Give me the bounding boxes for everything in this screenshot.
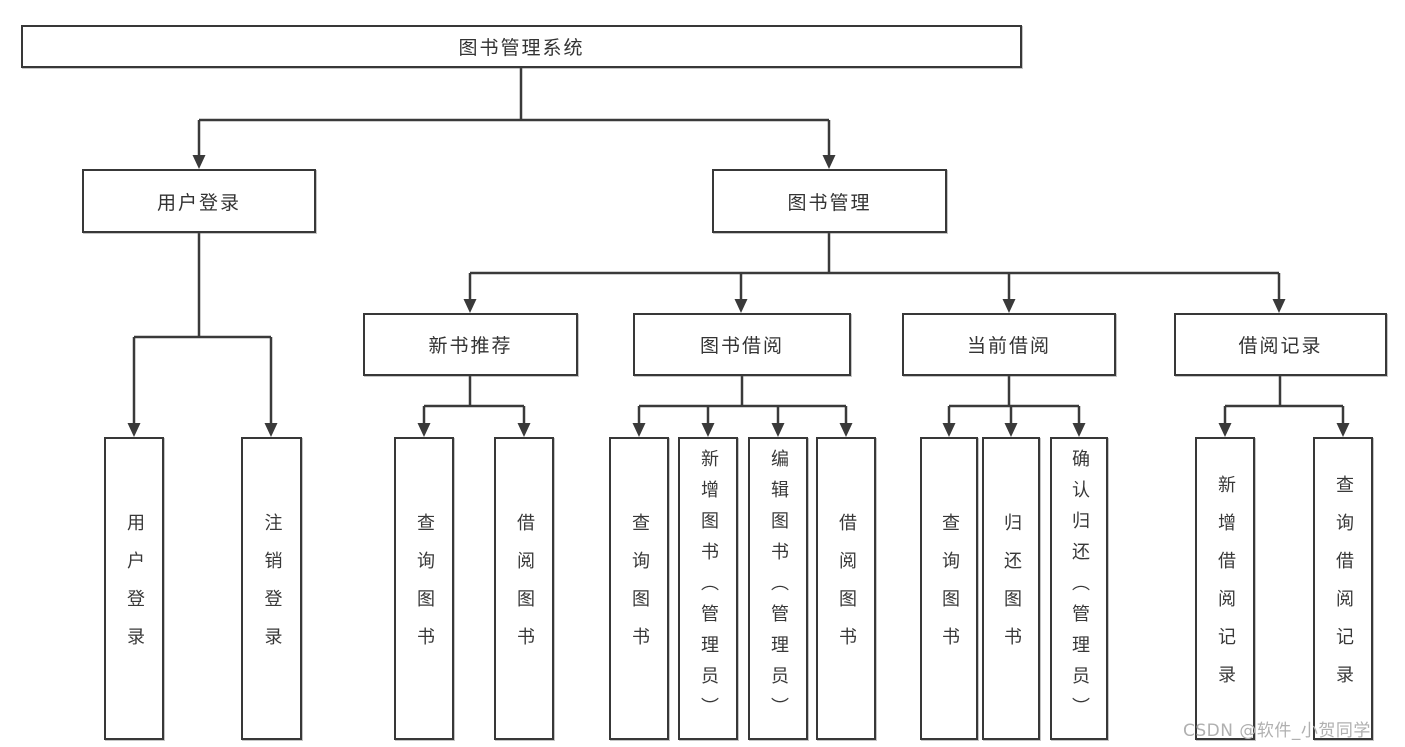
- leaf-logout: 注销登录: [241, 437, 302, 740]
- leaf-query-borrow-record-label: 查询借阅记录: [1333, 474, 1354, 703]
- connector-user-login-split: [132, 233, 273, 426]
- connector-book-management-split: [468, 233, 1281, 302]
- leaf-user-login: 用户登录: [104, 437, 164, 740]
- node-current-borrow-label: 当前借阅: [966, 335, 1051, 357]
- leaf-borrow-books: 借阅图书: [816, 437, 876, 740]
- leaf-confirm-return-admin: 确认归还（管理员）: [1050, 437, 1108, 740]
- leaf-borrow-books-recommend-label: 借阅图书: [514, 512, 535, 665]
- leaf-return-book: 归还图书: [982, 437, 1040, 740]
- leaf-return-book-label: 归还图书: [1001, 512, 1022, 665]
- connector-current-borrow-split: [947, 376, 1081, 426]
- connector-borrow-records-split: [1223, 376, 1345, 426]
- leaf-edit-book-admin: 编辑图书（管理员）: [748, 437, 808, 740]
- connector-root-split: [197, 68, 831, 158]
- leaf-query-borrow-record: 查询借阅记录: [1313, 437, 1373, 740]
- leaf-borrow-books-recommend: 借阅图书: [494, 437, 554, 740]
- node-book-management: 图书管理: [712, 169, 947, 233]
- leaf-logout-label: 注销登录: [261, 512, 283, 665]
- node-book-borrow-label: 图书借阅: [699, 335, 784, 357]
- leaf-query-books-borrow: 查询图书: [609, 437, 669, 740]
- watermark: CSDN @软件_小贺同学: [1183, 721, 1371, 741]
- node-borrow-records-label: 借阅记录: [1238, 335, 1323, 357]
- leaf-user-login-label: 用户登录: [124, 512, 145, 665]
- node-user-login-label: 用户登录: [156, 191, 241, 214]
- leaf-borrow-books-label: 借阅图书: [836, 512, 857, 665]
- leaf-query-books-recommend: 查询图书: [394, 437, 454, 740]
- leaf-add-borrow-record-label: 新增借阅记录: [1215, 474, 1236, 703]
- node-book-borrow: 图书借阅: [633, 313, 851, 376]
- leaf-add-book-admin: 新增图书（管理员）: [678, 437, 738, 740]
- leaf-add-book-admin-label: 新增图书（管理员）: [698, 449, 719, 728]
- node-current-borrow: 当前借阅: [902, 313, 1116, 376]
- node-new-book-recommend-label: 新书推荐: [428, 335, 513, 357]
- node-borrow-records: 借阅记录: [1174, 313, 1387, 376]
- leaf-query-books-recommend-label: 查询图书: [414, 512, 435, 665]
- node-book-management-label: 图书管理: [787, 191, 872, 214]
- node-user-login: 用户登录: [82, 169, 316, 233]
- leaf-edit-book-admin-label: 编辑图书（管理员）: [768, 449, 789, 728]
- leaf-query-books-current: 查询图书: [920, 437, 978, 740]
- connector-book-borrow-split: [637, 376, 848, 426]
- connector-new-book-split: [422, 376, 526, 426]
- leaf-confirm-return-admin-label: 确认归还（管理员）: [1069, 449, 1090, 728]
- node-library-system-label: 图书管理系统: [458, 37, 585, 59]
- node-new-book-recommend: 新书推荐: [363, 313, 578, 376]
- leaf-query-books-borrow-label: 查询图书: [629, 512, 650, 665]
- leaf-add-borrow-record: 新增借阅记录: [1195, 437, 1255, 740]
- leaf-query-books-current-label: 查询图书: [939, 512, 960, 665]
- node-library-system: 图书管理系统: [21, 25, 1022, 68]
